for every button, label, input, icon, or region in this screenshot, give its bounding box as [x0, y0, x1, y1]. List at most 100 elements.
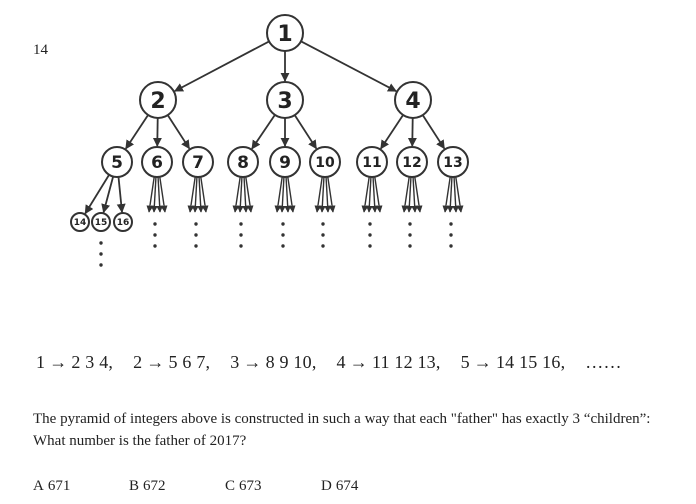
node-9-label: 9 [279, 153, 291, 173]
sequence-parent: 4 [336, 352, 346, 372]
continuation-dot [368, 233, 372, 237]
continuation-dot [239, 222, 243, 226]
question-line-2: What number is the father of 2017? [33, 433, 247, 449]
stub-arrow-12-0 [401, 176, 410, 213]
edge-1-4 [300, 40, 397, 92]
node-12-circle [396, 146, 428, 178]
continuation-dot [321, 222, 325, 226]
edge-3-10 [294, 114, 318, 150]
node-7-circle [182, 146, 214, 178]
sequence-children: 2 3 4, [71, 352, 114, 372]
stub-arrow-8-1 [236, 176, 244, 213]
edge-1-2 [174, 40, 270, 92]
stub-arrow-6-0 [146, 176, 155, 213]
sequence-children: 8 9 10, [265, 352, 317, 372]
continuation-dot [408, 244, 412, 248]
arrow-icon: → [146, 352, 165, 372]
continuation-dot [194, 244, 198, 248]
continuation-dot [239, 244, 243, 248]
continuation-dot [99, 263, 103, 267]
node-14-label: 14 [74, 218, 87, 228]
continuation-dot [321, 233, 325, 237]
question-line-1: The pyramid of integers above is constru… [33, 411, 651, 427]
sequence-parent: 5 [460, 352, 470, 372]
node-12-label: 12 [402, 155, 421, 171]
stub-arrow-9-3 [287, 176, 296, 213]
continuation-dot [408, 222, 412, 226]
node-9-circle [269, 146, 301, 178]
sequence-line: 1→2 3 4,2→5 6 7,3→8 9 10,4→11 12 13,5→14… [36, 352, 622, 373]
sequence-parent: 3 [230, 352, 240, 372]
node-10-label: 10 [315, 155, 335, 171]
node-8-label: 8 [237, 153, 249, 173]
stub-arrow-11-2 [371, 176, 379, 213]
continuation-dot [368, 244, 372, 248]
continuation-dot [449, 244, 453, 248]
continuation-dot [239, 233, 243, 237]
sequence-group-5: 5→14 15 16, [461, 352, 566, 372]
stub-arrow-11-0 [361, 176, 370, 213]
node-4-label: 4 [405, 89, 420, 114]
continuation-dot [281, 222, 285, 226]
stub-arrow-11-3 [374, 176, 383, 213]
stub-arrow-7-1 [191, 176, 199, 213]
edge-2-7 [167, 114, 191, 150]
stub-arrow-13-1 [446, 176, 454, 213]
node-7-label: 7 [192, 153, 204, 173]
answer-label: C [225, 478, 236, 494]
node-11-circle [356, 146, 388, 178]
node-16-circle [113, 212, 133, 232]
answer-value: 671 [47, 478, 71, 494]
arrow-icon: → [349, 352, 368, 372]
node-3-circle [266, 81, 304, 119]
sequence-group-4: 4→11 12 13, [337, 352, 441, 372]
node-15-circle [91, 212, 111, 232]
stub-arrow-8-2 [242, 176, 250, 213]
edge-5-14 [84, 174, 110, 215]
stub-arrow-7-0 [187, 176, 196, 213]
continuation-dot [194, 222, 198, 226]
continuation-dot [99, 241, 103, 245]
continuation-dot [449, 233, 453, 237]
continuation-dot [153, 222, 157, 226]
answer-label: D [321, 478, 332, 494]
stub-arrow-7-3 [200, 176, 209, 213]
node-1-circle [266, 14, 304, 52]
continuation-dot [281, 233, 285, 237]
node-8-circle [227, 146, 259, 178]
stub-arrow-10-3 [327, 176, 336, 213]
stub-arrow-10-1 [318, 176, 326, 213]
arrow-icon: → [473, 352, 492, 372]
node-5-circle [101, 146, 133, 178]
sequence-group-3: 3→8 9 10, [230, 352, 316, 372]
continuation-dot [99, 252, 103, 256]
stub-arrow-6-3 [159, 176, 168, 213]
sequence-children: 5 6 7, [168, 352, 211, 372]
sequence-children: 14 15 16, [495, 352, 566, 372]
stub-arrow-12-2 [411, 176, 419, 213]
stub-arrow-11-1 [365, 176, 373, 213]
continuation-dot [321, 244, 325, 248]
answer-value: 672 [143, 478, 166, 494]
sequence-children: 11 12 13, [371, 352, 441, 372]
edge-2-5 [125, 114, 149, 150]
edge-4-11 [380, 114, 404, 150]
node-13-label: 13 [443, 155, 462, 171]
answer-value: 674 [335, 478, 359, 494]
continuation-dot [281, 244, 285, 248]
stub-arrow-10-0 [314, 176, 323, 213]
node-4-circle [394, 81, 432, 119]
stub-arrow-7-2 [197, 176, 205, 213]
node-13-circle [437, 146, 469, 178]
question-number: 14 [33, 42, 48, 58]
stub-arrow-9-2 [284, 176, 292, 213]
node-16-label: 16 [117, 218, 130, 228]
node-6-label: 6 [151, 153, 163, 173]
stub-arrow-13-0 [442, 176, 451, 213]
stub-arrow-13-3 [455, 176, 464, 213]
